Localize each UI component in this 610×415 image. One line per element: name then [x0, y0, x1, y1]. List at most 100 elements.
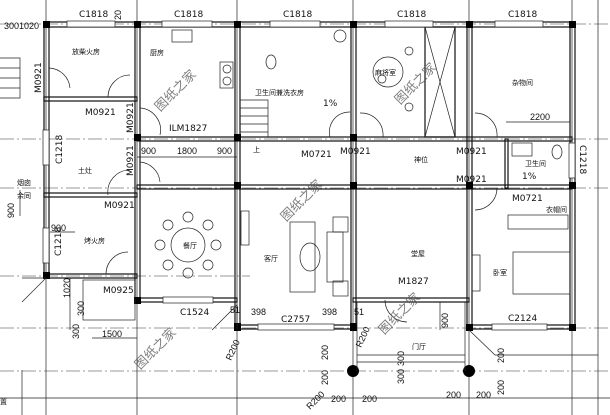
window-label: C1218: [54, 227, 64, 256]
window-label: C1818: [508, 10, 537, 20]
dim-label: 398: [322, 307, 337, 317]
dim-label: 200: [476, 390, 491, 400]
dim-label: 900: [440, 313, 450, 328]
toilet-icon-2: [265, 54, 277, 70]
window-label: C1818: [79, 10, 108, 20]
window-label: C1818: [397, 10, 426, 20]
dim-label: 3001020: [4, 21, 39, 31]
window-labels: C1818 C1818 C1818 C1818 C1818 C1218 C121…: [54, 10, 587, 325]
slope-label: 1%: [323, 99, 338, 109]
dim-label: 51: [230, 305, 240, 315]
side-steps: [0, 57, 21, 99]
room-kitchen: 厨房: [150, 48, 164, 57]
room-labels: 放柴火房 厨房 卫生间兼洗衣房 麻将室 杂物间 神位 卫生间 衣帽间 土灶 烟囱…: [0, 47, 567, 406]
dim-label: 200: [496, 380, 506, 395]
edge-text: 置: [0, 398, 7, 406]
window-label: C2757: [281, 315, 310, 325]
dim-label: 300: [71, 324, 81, 339]
stairs: [240, 99, 269, 137]
door-label: M0721: [301, 150, 332, 160]
washbasin-icon: [511, 142, 533, 157]
shrine-label: 神位: [414, 155, 428, 164]
room-fire: 烤火房: [84, 236, 105, 245]
watermark: 图纸之家: [376, 290, 424, 338]
walls: [43, 21, 576, 330]
pillar-right: [463, 365, 475, 377]
window-label: C2124: [508, 314, 537, 324]
room-bathroom: 卫生间: [525, 159, 546, 168]
dim-label: 900: [141, 146, 156, 156]
dim-label: 200: [362, 394, 377, 404]
dim-label: 200: [331, 394, 346, 404]
door-label: M0921: [340, 147, 371, 157]
dim-label: 200: [320, 370, 330, 385]
dim-label: 200: [496, 348, 506, 363]
dimension-labels: 20 3001020 900 1800 900 900 900 1020 300…: [4, 10, 550, 411]
door-label: M0921: [34, 62, 44, 93]
bed: [512, 251, 571, 295]
door-label: M0721: [512, 194, 543, 204]
watermark: 图纸之家: [392, 60, 440, 108]
dimension-lines: [19, 121, 570, 339]
watermark: 图纸之家: [278, 177, 326, 225]
window-label: C1524: [180, 308, 209, 318]
room-firewood: 放柴火房: [72, 47, 100, 56]
watermark: 图纸之家: [152, 67, 200, 115]
dim-label: 300: [396, 369, 406, 384]
dim-label: 1020: [62, 278, 72, 298]
wardrobe: [507, 214, 569, 230]
dim-label: R200: [224, 338, 242, 362]
door-label: M0921: [126, 145, 136, 176]
door-label: M0921: [126, 102, 136, 133]
door-labels: M0921 M0921 M0921 M0921 M0921 M0925 M072…: [34, 62, 543, 296]
room-mahjong: 麻将室: [375, 68, 396, 77]
sofa: [289, 221, 316, 293]
dim-label: 1500: [102, 329, 122, 339]
chimney-label-2: 余同: [17, 191, 31, 200]
room-bath-laundry: 卫生间兼洗衣房: [255, 88, 304, 97]
room-living: 客厅: [264, 254, 278, 263]
dim-label: 51: [354, 307, 364, 317]
dim-label: R200: [304, 389, 326, 411]
dim-label: 1800: [177, 146, 197, 156]
room-foyer: 门厅: [412, 342, 426, 351]
door-label: ILM1827: [169, 124, 207, 134]
dim-label: 300: [396, 351, 406, 366]
chimney-label: 烟囱: [17, 178, 31, 187]
window-label: C1818: [283, 10, 312, 20]
dim-label: 200: [446, 390, 461, 400]
door-label: M0921: [456, 147, 487, 157]
dining-table: [170, 227, 206, 263]
room-cloakroom: 衣帽间: [546, 205, 567, 214]
window-label: C1818: [174, 10, 203, 20]
door-label: M0925: [103, 286, 134, 296]
dim-label: 900: [51, 223, 66, 233]
room-hall: 堂屋: [411, 249, 425, 258]
room-stove: 土灶: [78, 166, 92, 175]
window-label: C1218: [577, 145, 587, 174]
door-label: M0921: [104, 201, 135, 211]
stove-icon: [219, 61, 234, 89]
door-label: M1827: [398, 277, 429, 287]
furniture: [0, 26, 598, 371]
doors: [48, 67, 498, 323]
dim-label: 900: [6, 203, 16, 218]
dim-label: 2200: [530, 112, 550, 122]
windows: [42, 20, 576, 331]
dim-label: 900: [217, 146, 232, 156]
dim-label: 20: [113, 10, 123, 20]
dim-label: 398: [251, 307, 266, 317]
toilet-icon: [551, 144, 563, 160]
watermark: 图纸之家: [132, 325, 180, 373]
sink-icon: [171, 29, 193, 43]
dim-label: 300: [76, 301, 86, 316]
mahjong-table: [372, 56, 404, 88]
window-label: C1218: [55, 135, 65, 164]
room-storage: 杂物间: [512, 78, 533, 87]
room-dining: 餐厅: [183, 241, 197, 250]
slope-label: 1%: [522, 172, 537, 182]
room-bedroom: 卧室: [493, 268, 507, 277]
door-label: M0921: [85, 108, 116, 118]
dim-label: 200: [320, 345, 330, 360]
